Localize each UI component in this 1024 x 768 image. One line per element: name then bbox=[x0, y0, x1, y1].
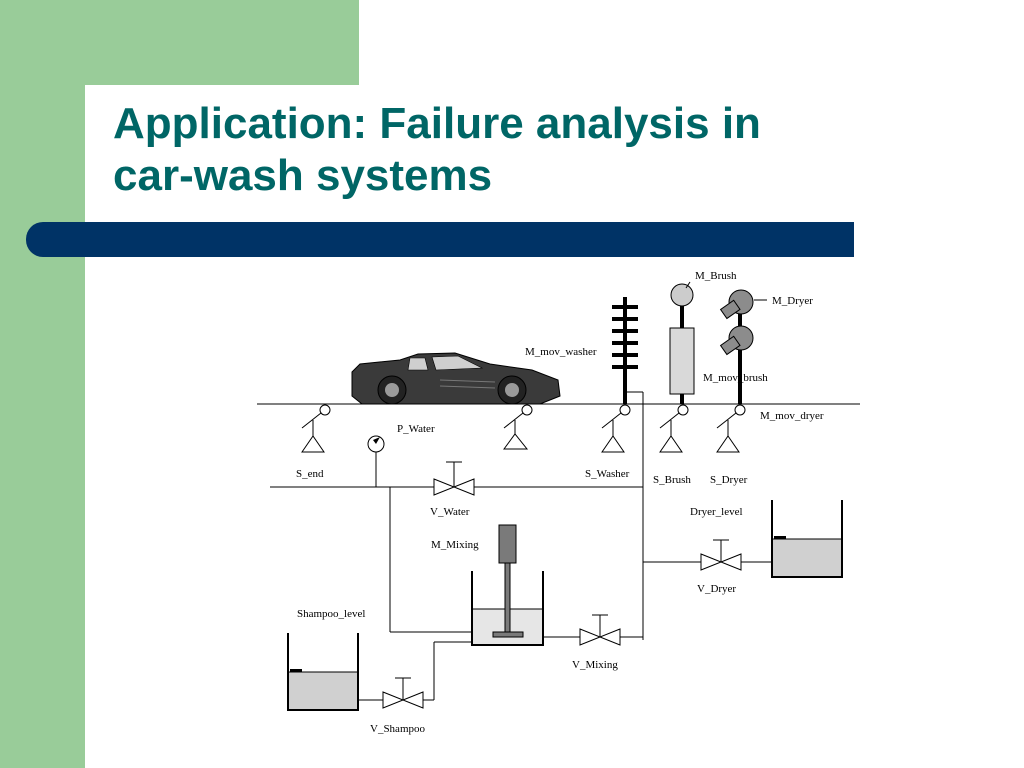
title-underline-bar bbox=[26, 222, 854, 257]
label-dryer-level: Dryer_level bbox=[690, 506, 743, 518]
valve-mixing-icon bbox=[579, 614, 621, 646]
label-m-mov-dryer: M_mov_dryer bbox=[760, 410, 824, 422]
valve-shampoo-icon bbox=[382, 677, 424, 709]
accent-band-left bbox=[0, 0, 85, 768]
washer-icon bbox=[612, 297, 638, 404]
label-s-dryer: S_Dryer bbox=[710, 474, 748, 486]
mixing-tank-icon bbox=[471, 524, 544, 646]
switch-s-dryer-icon bbox=[716, 404, 746, 453]
label-v-dryer: V_Dryer bbox=[697, 583, 736, 595]
slide-title-line-2: car-wash systems bbox=[113, 151, 493, 200]
label-s-brush: S_Brush bbox=[653, 474, 691, 486]
shampoo-tank-icon bbox=[287, 633, 359, 711]
label-v-mixing: V_Mixing bbox=[572, 659, 618, 671]
brush-icon bbox=[669, 283, 695, 404]
switch-s-brush-icon bbox=[659, 404, 689, 453]
content-panel bbox=[85, 85, 1024, 768]
car-icon bbox=[351, 352, 561, 405]
dryer-icon bbox=[719, 289, 754, 404]
label-v-shampoo: V_Shampoo bbox=[370, 723, 426, 735]
label-s-washer: S_Washer bbox=[585, 468, 630, 480]
label-v-water: V_Water bbox=[430, 506, 470, 518]
valve-dryer-icon bbox=[700, 539, 742, 571]
label-shampoo-level: Shampoo_level bbox=[297, 608, 365, 620]
slide-title: Application: Failure analysis in car-was… bbox=[113, 98, 993, 202]
slide-title-line-1: Application: Failure analysis in bbox=[113, 99, 761, 148]
label-m-mov-brush: M_mov_brush bbox=[703, 372, 768, 384]
switch-car-icon bbox=[503, 404, 533, 450]
label-m-mov-washer: M_mov_washer bbox=[525, 346, 597, 358]
label-p-water: P_Water bbox=[397, 423, 435, 435]
label-m-mixing: M_Mixing bbox=[431, 539, 479, 551]
accent-band-top bbox=[85, 0, 359, 85]
label-m-dryer: M_Dryer bbox=[772, 295, 813, 307]
switch-s-end-icon bbox=[301, 404, 331, 453]
dryer-tank-icon bbox=[771, 500, 843, 578]
label-s-end: S_end bbox=[296, 468, 324, 480]
label-m-brush: M_Brush bbox=[695, 270, 737, 282]
valve-water-icon bbox=[433, 461, 475, 496]
pump-gauge-icon bbox=[367, 435, 385, 453]
switch-s-washer-icon bbox=[601, 404, 631, 453]
